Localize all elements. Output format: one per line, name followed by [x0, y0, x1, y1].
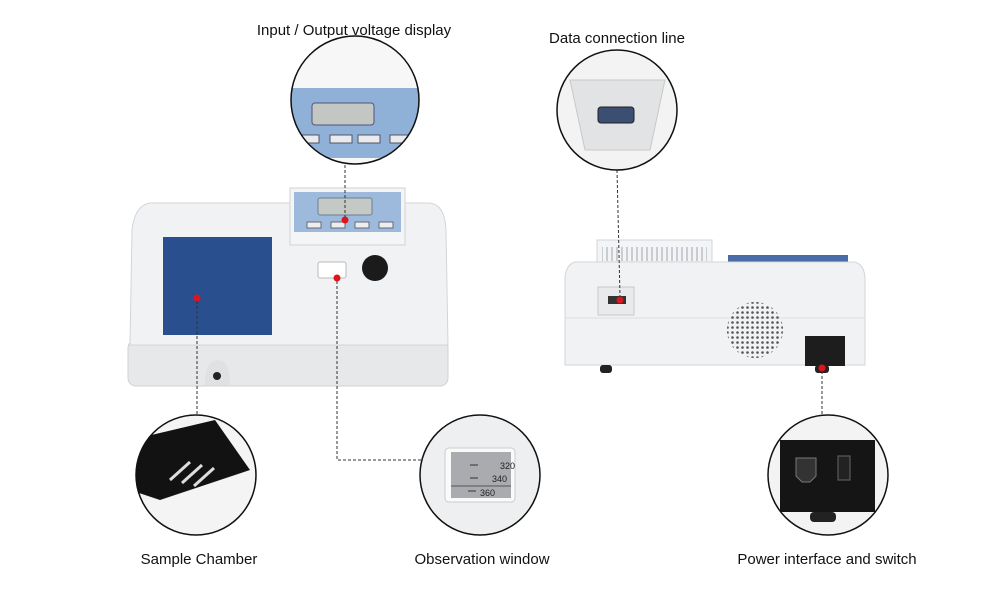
marker-dot	[193, 294, 201, 302]
spectrophotometer-front-view	[127, 187, 449, 387]
label-sample-chamber: Sample Chamber	[140, 551, 258, 568]
zoom-display	[291, 36, 419, 164]
scale-320: 320	[500, 461, 515, 471]
scale-360: 360	[480, 488, 495, 498]
marker-dot	[341, 216, 349, 224]
observation-window	[317, 261, 347, 279]
label-power: Power interface and switch	[737, 551, 917, 568]
zoom-sample-chamber	[136, 415, 256, 535]
label-data-line: Data connection line	[549, 30, 685, 47]
label-observation-window: Observation window	[414, 551, 550, 568]
zoom-data-port	[557, 50, 677, 170]
power-module	[805, 336, 845, 366]
scale-340: 340	[492, 474, 507, 484]
zoom-observation-window	[420, 415, 540, 535]
spectrophotometer-rear-view	[564, 239, 866, 373]
fan-grille	[727, 302, 783, 358]
sample-lid	[163, 237, 272, 335]
wavelength-knob	[362, 255, 388, 281]
marker-dot	[616, 296, 624, 304]
zoom-power-interface	[768, 415, 888, 535]
marker-dot	[333, 274, 341, 282]
label-display: Input / Output voltage display	[256, 22, 452, 39]
leader-lines	[196, 165, 823, 461]
marker-dot	[818, 364, 826, 372]
